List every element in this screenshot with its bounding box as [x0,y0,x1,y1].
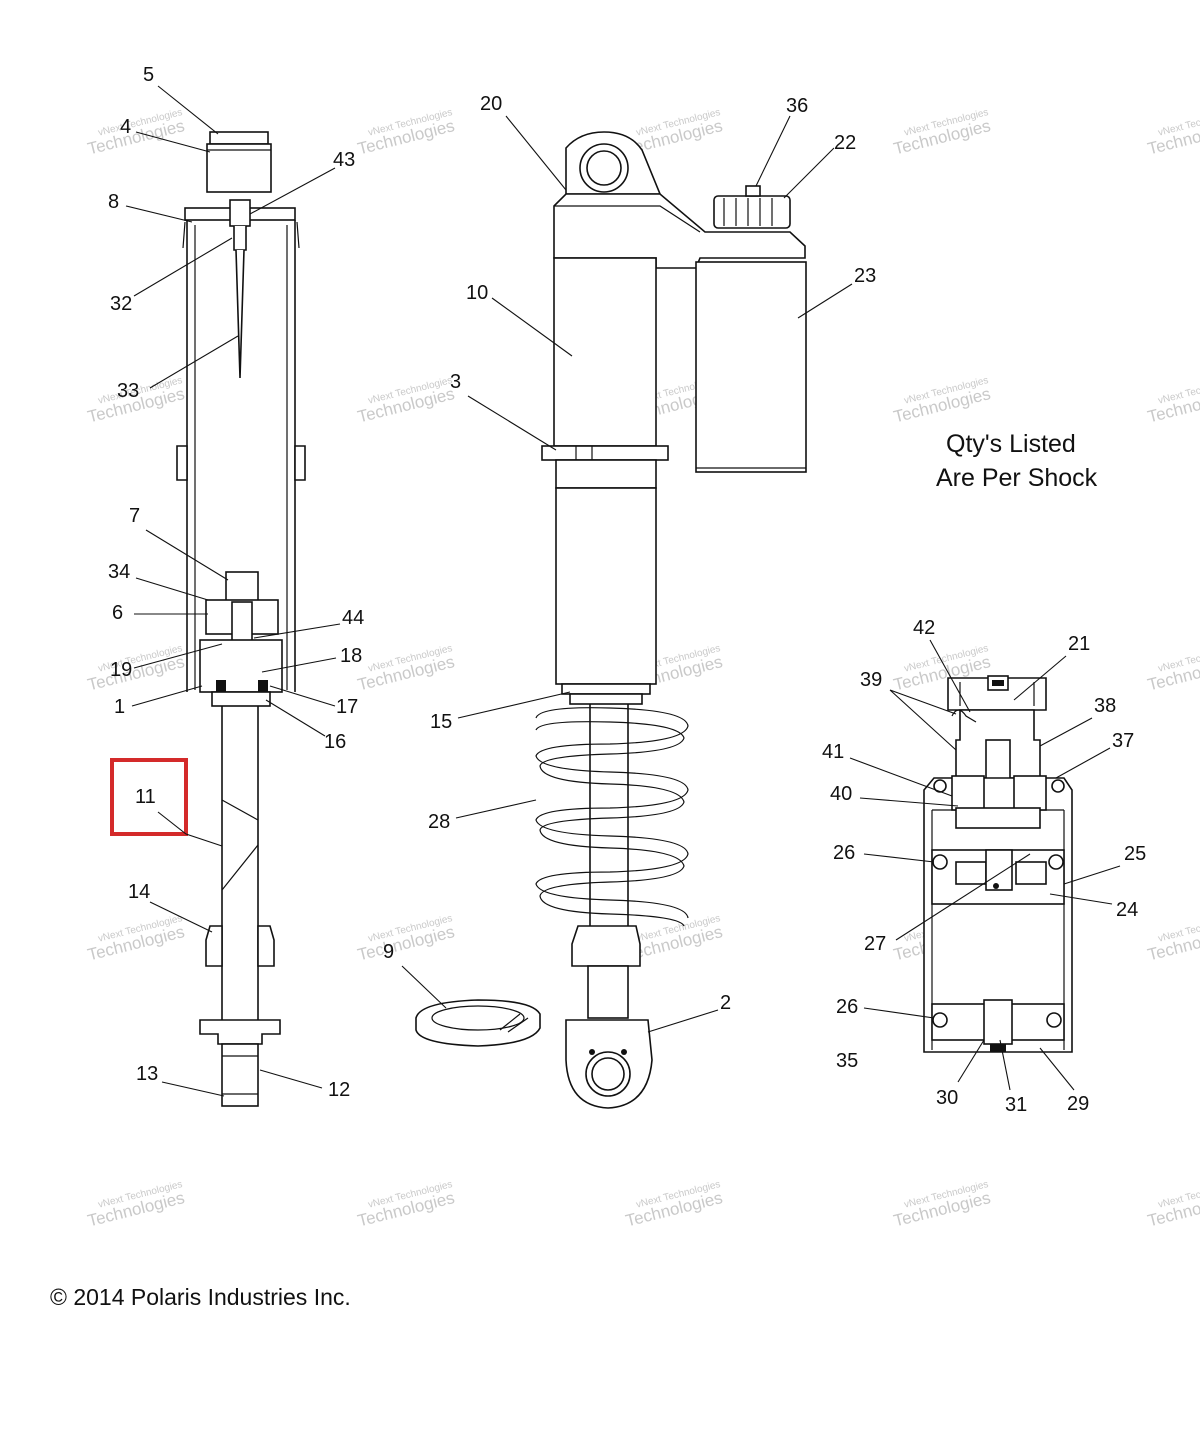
callout-25: 25 [1124,843,1146,865]
callout-20: 20 [480,93,502,115]
callout-36: 36 [786,95,808,117]
spring-part [535,707,689,927]
center-shock-assembly [415,131,807,1109]
callout-18: 18 [340,645,362,667]
callout-35: 35 [836,1050,858,1072]
callout-4: 4 [120,116,131,138]
callout-26a: 26 [833,842,855,864]
callout-26b: 26 [836,996,858,1018]
callout-11: 11 [135,786,156,808]
callout-24: 24 [1116,899,1138,921]
highlight-box [110,758,188,836]
callout-22: 22 [834,132,856,154]
callout-14: 14 [128,881,150,903]
right-reservoir-cutaway [923,675,1073,1053]
callout-32: 32 [110,293,132,315]
callout-2: 2 [720,992,731,1014]
callout-27: 27 [864,933,886,955]
callout-43: 43 [333,149,355,171]
callout-31: 31 [1005,1094,1027,1116]
leader-lines [125,85,1121,1097]
callout-23: 23 [854,265,876,287]
callout-3: 3 [450,371,461,393]
callout-30: 30 [936,1087,958,1109]
callout-labels: 5 4 43 8 32 33 7 34 6 44 18 19 1 17 16 1… [108,64,1146,1116]
callout-13: 13 [136,1063,158,1085]
qty-note-line2: Are Per Shock [936,464,1098,492]
callout-8: 8 [108,191,119,213]
callout-33: 33 [117,380,139,402]
callout-42: 42 [913,617,935,639]
callout-28: 28 [428,811,450,833]
callout-1: 1 [114,696,125,718]
qty-note-line1: Qty's Listed [946,430,1076,458]
callout-39: 39 [860,669,882,691]
left-shock-cutaway [176,131,306,1107]
callout-40: 40 [830,783,852,805]
spring-washer-part [415,999,541,1047]
callout-37: 37 [1112,730,1134,752]
callout-21: 21 [1068,633,1090,655]
callout-17: 17 [336,696,358,718]
callout-7: 7 [129,505,140,527]
callout-9: 9 [383,941,394,963]
callout-34: 34 [108,561,130,583]
callout-6: 6 [112,602,123,624]
callout-19: 19 [110,659,132,681]
callout-29: 29 [1067,1093,1089,1115]
callout-15: 15 [430,711,452,733]
copyright-text: © 2014 Polaris Industries Inc. [50,1284,351,1310]
callout-16: 16 [324,731,346,753]
callout-5: 5 [143,64,154,86]
callout-12: 12 [328,1079,350,1101]
callout-38: 38 [1094,695,1116,717]
cap-top-part [209,131,269,145]
callout-10: 10 [466,282,488,304]
callout-41: 41 [822,741,844,763]
callout-44: 44 [342,607,364,629]
eyelet-bushing-part [206,143,272,193]
